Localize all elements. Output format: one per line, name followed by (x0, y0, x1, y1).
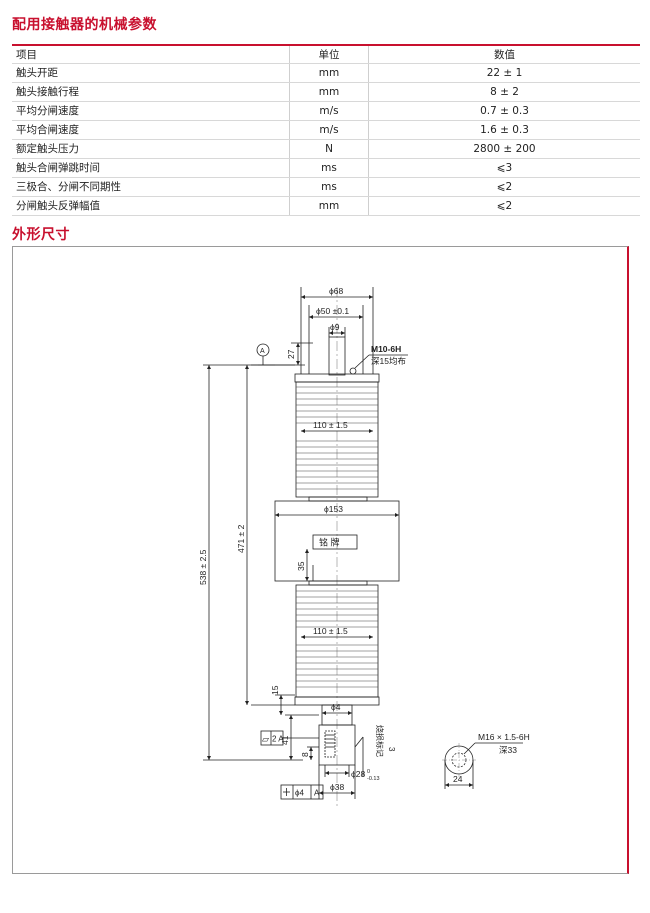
header-value: 数值 (494, 49, 515, 61)
cell-unit: mm (290, 197, 369, 215)
cell-value: 2800 ± 200 (473, 143, 536, 155)
table-header-row: 项目 单位 数值 (12, 46, 640, 64)
nameplate-box (312, 534, 358, 550)
dim-top-outer: ϕ68 (329, 286, 343, 296)
dim-8: 8 (300, 752, 310, 757)
cell-unit: N (290, 140, 369, 158)
cell-unit: m/s (290, 121, 369, 139)
flatness-tol-value: 2 A (272, 735, 284, 744)
dim-24: 24 (453, 774, 463, 784)
thread-top-depth: 深15均布 (371, 356, 406, 366)
cell-value: ⩽2 (496, 181, 513, 193)
section-title-mechanical-params: 配用接触器的机械参数 (12, 17, 157, 33)
nameplate-label: 铭 牌 (319, 537, 340, 548)
dim-phi4-top: ϕ4 (331, 702, 341, 712)
dim-28: ϕ28 (351, 769, 365, 779)
dim-middle: ϕ153 (324, 504, 343, 514)
cell-unit: m/s (290, 102, 369, 120)
cell-item: 触头接触行程 (12, 83, 290, 101)
perp-tol-value: ϕ4 (295, 789, 304, 798)
header-item: 项目 (12, 46, 290, 63)
cell-value: 8 ± 2 (490, 86, 519, 98)
cell-value: 1.6 ± 0.3 (480, 124, 529, 136)
cell-value: 22 ± 1 (486, 67, 523, 79)
dim-3: 3 (387, 747, 396, 752)
top-stem (328, 336, 346, 376)
cell-item: 触头开距 (12, 64, 290, 82)
dim-35: 35 (296, 561, 306, 571)
dim-top-inner: ϕ50 ±0.1 (316, 306, 349, 316)
outline-drawing: ϕ68 ϕ50 ±0.1 ϕ9 M10-6H 深15均布 A 27 110 ± … (198, 286, 530, 807)
cell-item: 平均合闸速度 (12, 121, 290, 139)
burn-mark-label: 烧损标记 (375, 725, 385, 757)
cell-unit: mm (290, 83, 369, 101)
dim-38: ϕ38 (330, 782, 344, 792)
cell-item: 分闸触头反弹幅值 (12, 197, 290, 215)
cell-unit: mm (290, 64, 369, 82)
thread-bottom-depth: 深33 (499, 745, 517, 755)
perp-tol-ref: A (314, 789, 320, 798)
thread-bottom: M16 × 1.5-6H (478, 732, 530, 742)
outline-drawing-frame: ϕ68 ϕ50 ±0.1 ϕ9 M10-6H 深15均布 A 27 110 ± … (12, 246, 629, 874)
thread-top: M10-6H (371, 344, 401, 354)
cell-item: 触头合闸弹跳时间 (12, 159, 290, 177)
cell-item: 三极合、分闸不同期性 (12, 178, 290, 196)
dim-15: 15 (270, 685, 280, 695)
cell-value: 0.7 ± 0.3 (480, 105, 529, 117)
cell-item: 平均分闸速度 (12, 102, 290, 120)
dim-41: 41 (280, 735, 290, 745)
section-title-dimensions: 外形尺寸 (12, 227, 70, 243)
dim-stem: ϕ9 (330, 322, 340, 332)
cell-value: ⩽2 (496, 200, 513, 212)
header-unit: 单位 (290, 46, 369, 63)
dim-bellows-upper: 110 ± 1.5 (313, 420, 348, 430)
cell-value: ⩽3 (496, 162, 513, 174)
conductor-rod (318, 724, 356, 766)
cell-item: 额定触头压力 (12, 140, 290, 158)
datum-a-label: A (260, 348, 265, 355)
cell-unit: ms (290, 178, 369, 196)
dim-28-tol-sup: 0 (367, 769, 370, 775)
dim-538: 538 ± 2.5 (198, 549, 208, 585)
cell-unit: ms (290, 159, 369, 177)
dim-28-tol-sub: -0.13 (367, 776, 380, 782)
dim-bellows-lower: 110 ± 1.5 (313, 626, 348, 636)
dim-27: 27 (286, 349, 296, 359)
flatness-icon: ⏥ (262, 734, 269, 744)
dim-471: 471 ± 2 (236, 524, 246, 553)
